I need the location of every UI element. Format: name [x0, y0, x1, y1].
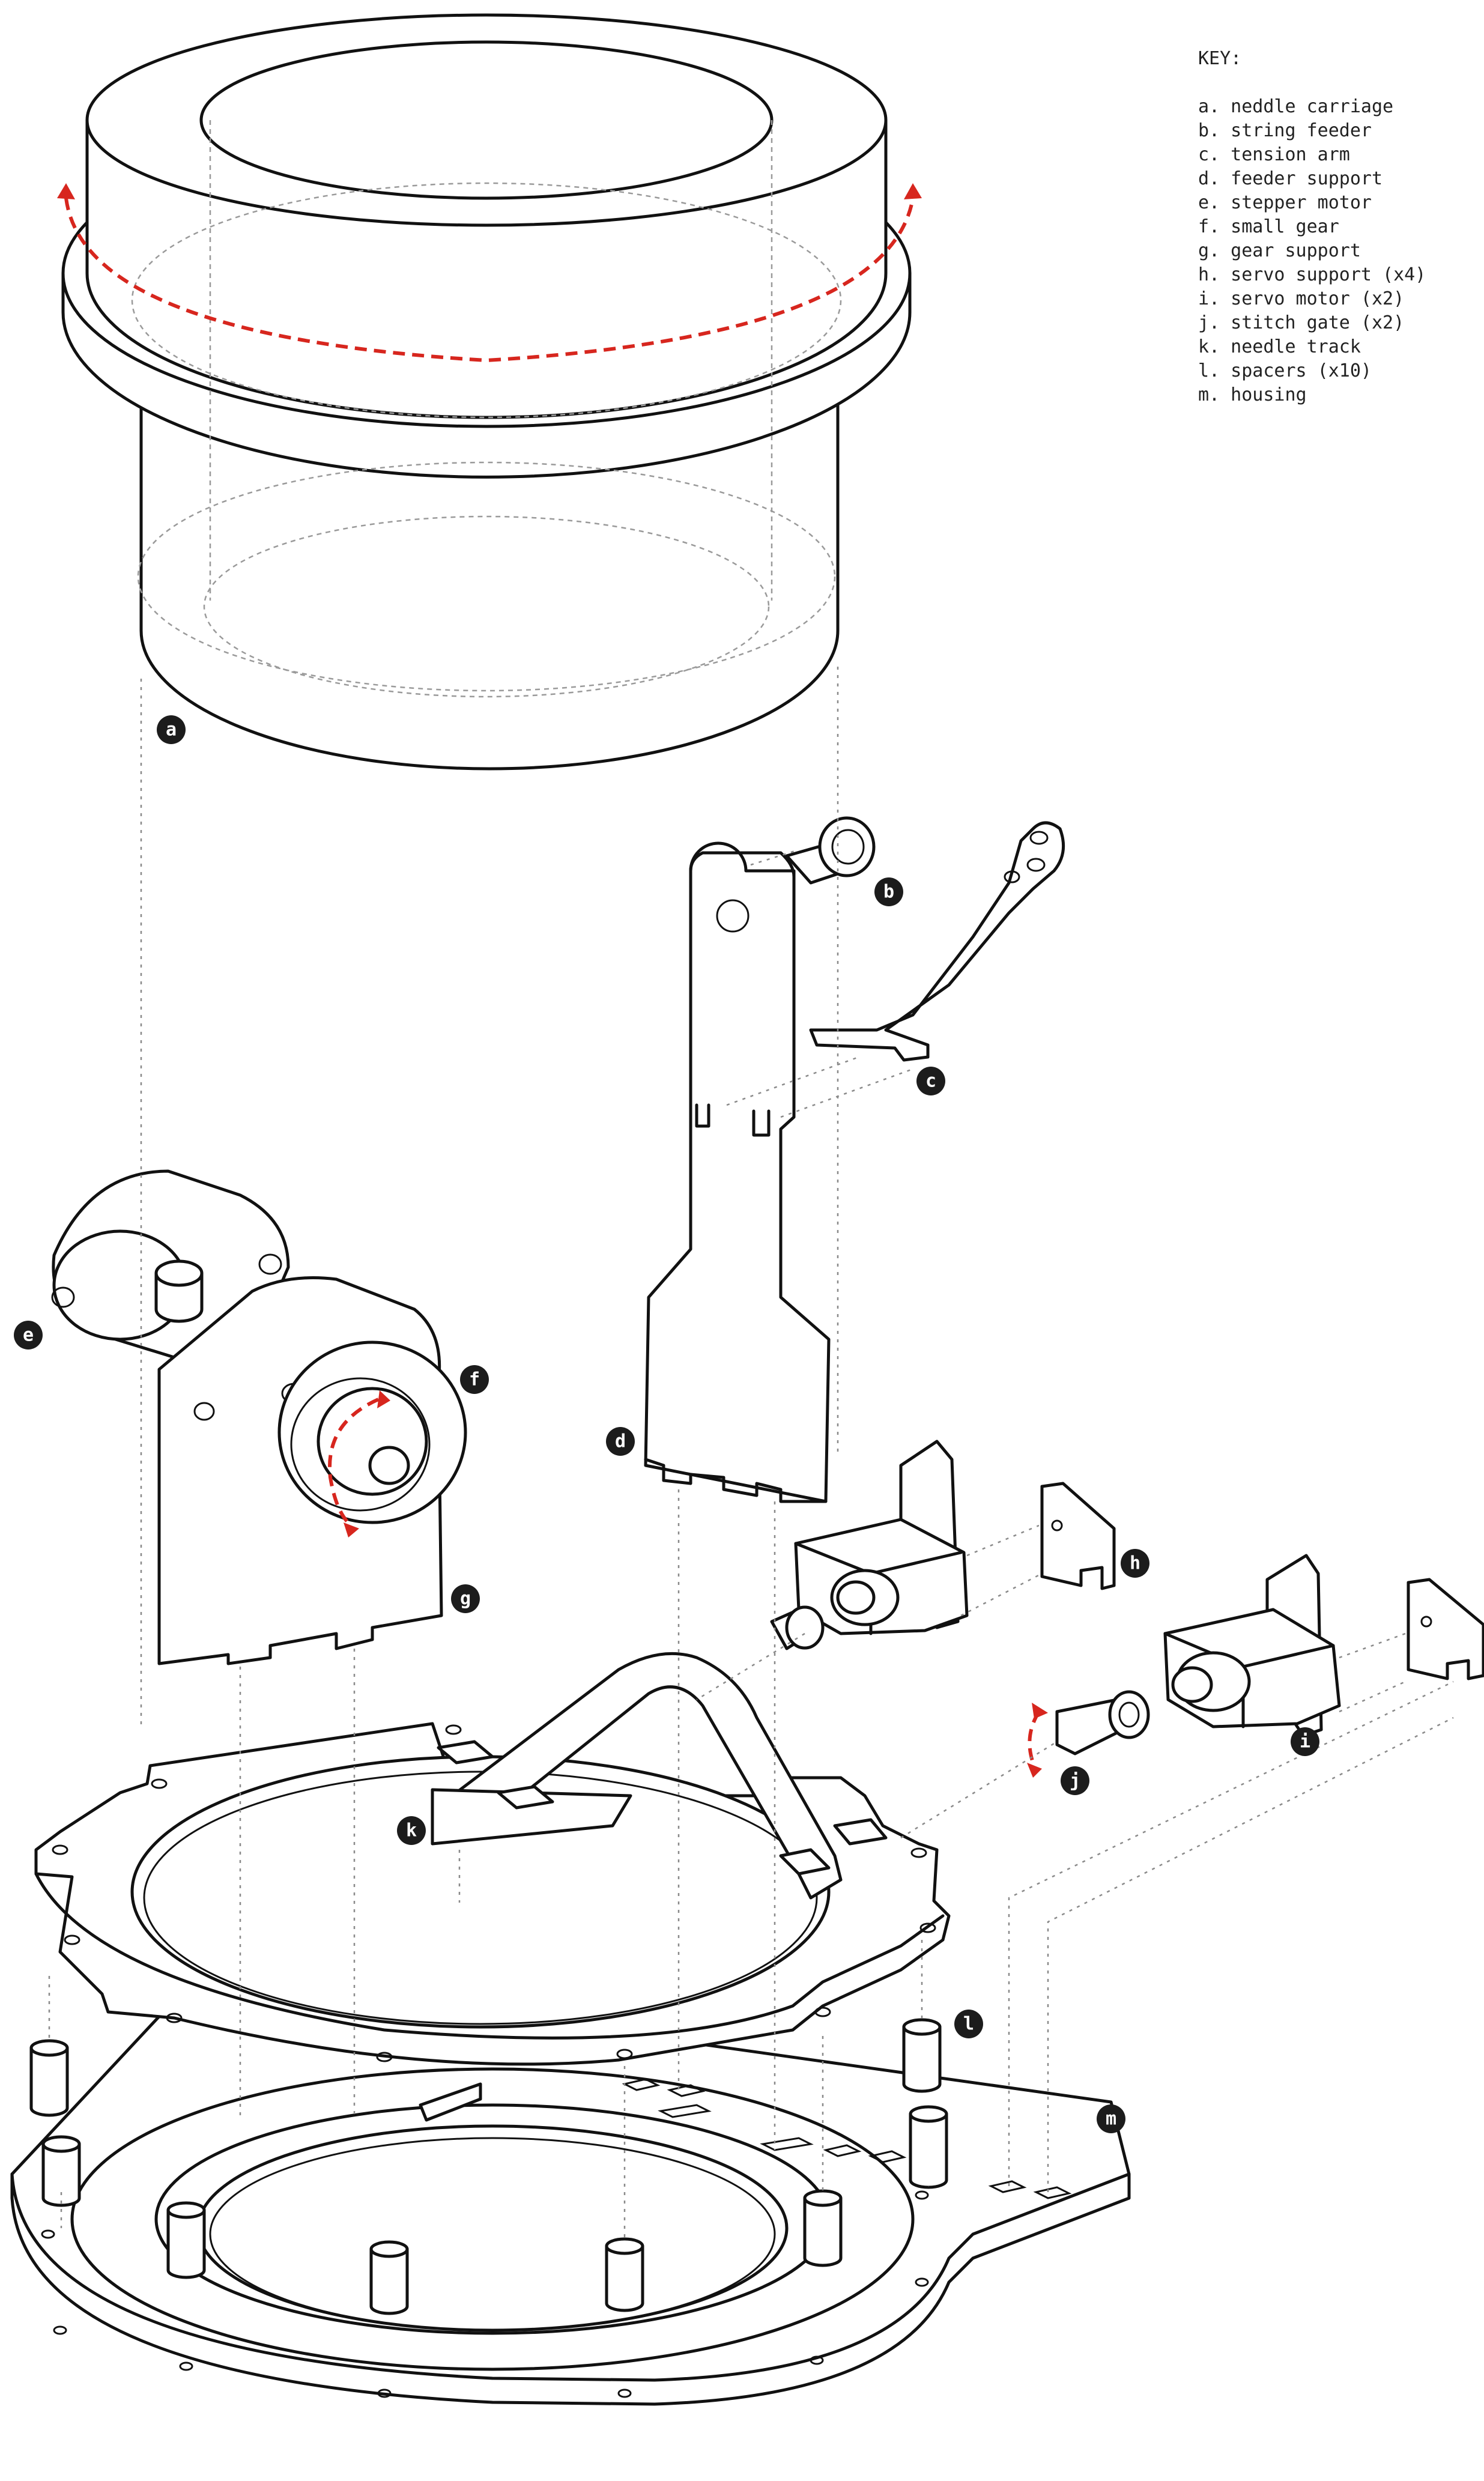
key-item: d. feeder support — [1198, 168, 1383, 189]
svg-text:b: b — [883, 882, 894, 903]
label-d: d — [606, 1427, 635, 1456]
needle-carriage — [57, 13, 922, 771]
label-b: b — [874, 877, 903, 906]
svg-text:h: h — [1130, 1553, 1140, 1574]
svg-text:m: m — [1106, 2109, 1116, 2130]
housing-mount-holes — [41, 2190, 929, 2398]
spacer — [41, 2135, 81, 2207]
svg-text:g: g — [460, 1589, 471, 1610]
label-g: g — [451, 1584, 480, 1613]
svg-text:e: e — [23, 1325, 34, 1346]
svg-text:k: k — [406, 1820, 417, 1841]
key-item: l. spacers (x10) — [1198, 360, 1372, 381]
tension-arm — [809, 821, 1065, 1062]
housing-slots — [622, 2078, 1072, 2199]
feeder-support — [644, 841, 831, 1503]
label-f: f — [460, 1365, 489, 1394]
key-item: i. servo motor (x2) — [1198, 288, 1405, 309]
servo-motors — [794, 1518, 1341, 1728]
label-a: a — [157, 715, 186, 744]
key-item: g. gear support — [1198, 240, 1361, 261]
label-j: j — [1061, 1766, 1089, 1795]
key-item: e. stepper motor — [1198, 192, 1372, 213]
svg-text:i: i — [1300, 1731, 1310, 1752]
spacer — [803, 2189, 843, 2267]
needle-track — [34, 1652, 951, 2066]
string-feeder — [785, 816, 876, 885]
spacer — [909, 2105, 948, 2189]
key-item: b. string feeder — [1198, 120, 1372, 141]
svg-text:f: f — [469, 1369, 480, 1390]
spacer — [29, 2039, 69, 2117]
label-e: e — [14, 1321, 43, 1350]
label-l: l — [954, 2010, 983, 2038]
label-h: h — [1121, 1549, 1149, 1578]
key-title: KEY: — [1198, 48, 1242, 69]
svg-text:j: j — [1070, 1771, 1080, 1792]
key-item: m. housing — [1198, 384, 1307, 405]
spacer — [369, 2240, 409, 2315]
assembly-guide-lines — [48, 667, 1454, 2240]
svg-text:l: l — [963, 2014, 974, 2035]
parts-key: KEY: a. neddle carriage b. string feeder… — [1198, 47, 1426, 407]
stitch-gates — [770, 1605, 1150, 1778]
svg-text:d: d — [615, 1431, 626, 1452]
spacer — [166, 2201, 206, 2279]
key-item: j. stitch gate (x2) — [1198, 312, 1405, 333]
key-item: a. neddle carriage — [1198, 96, 1394, 117]
key-item: c. tension arm — [1198, 144, 1350, 165]
key-item: f. small gear — [1198, 216, 1339, 237]
key-item: h. servo support (x4) — [1198, 264, 1426, 285]
label-m: m — [1097, 2104, 1125, 2133]
key-item: k. needle track — [1198, 336, 1361, 357]
track-mount-holes — [52, 1724, 936, 2062]
svg-text:a: a — [166, 719, 177, 741]
small-gear — [277, 1340, 467, 1537]
part-labels: a b c d e f g h i j k l m — [14, 715, 1319, 2133]
svg-text:c: c — [925, 1071, 936, 1092]
spacer — [605, 2237, 644, 2312]
label-i: i — [1291, 1727, 1319, 1756]
label-k: k — [397, 1816, 426, 1845]
label-c: c — [916, 1067, 945, 1095]
spacer — [902, 2018, 942, 2093]
